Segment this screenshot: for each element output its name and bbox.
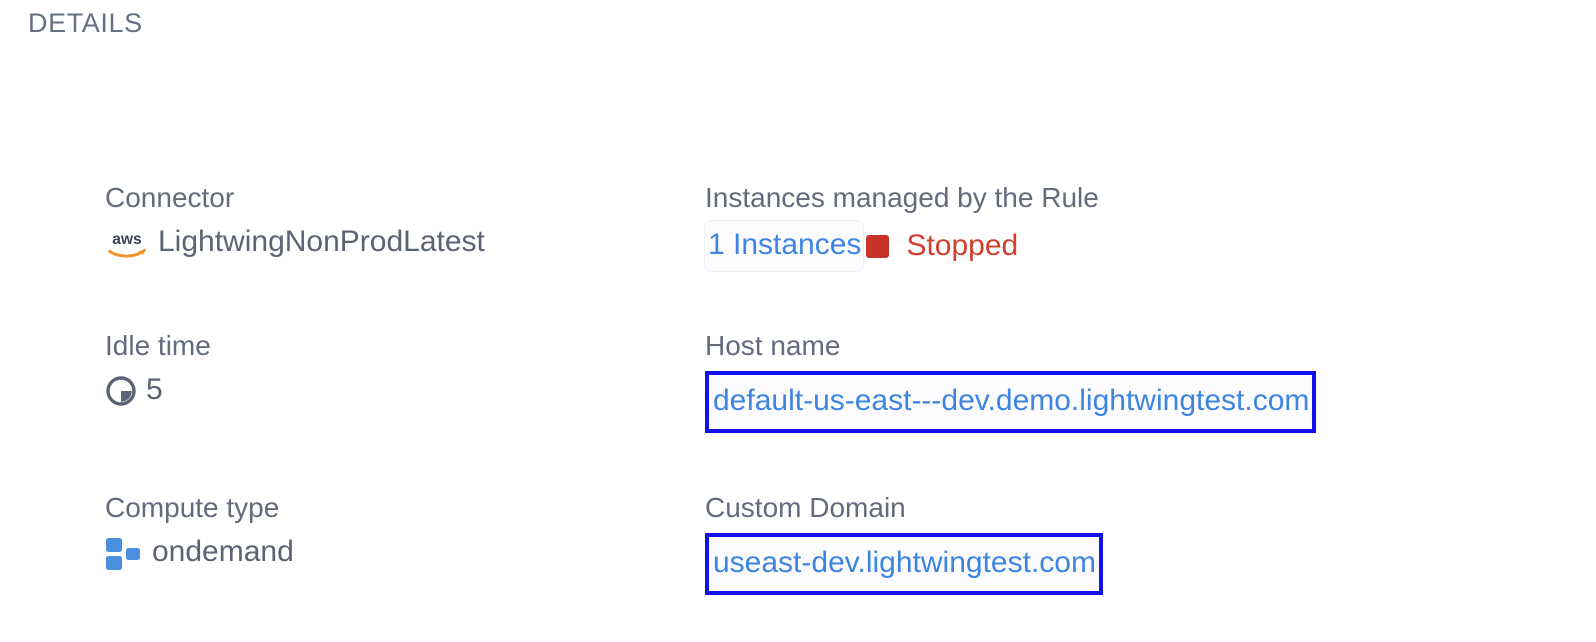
details-grid: Connector aws LightwingNonProdLatest Ins… [105, 180, 1565, 595]
idle-time-value-row: 5 [105, 369, 705, 411]
connector-value: LightwingNonProdLatest [158, 225, 485, 258]
idle-time-label: Idle time [105, 330, 211, 361]
custom-domain-highlight-box[interactable]: useast-dev.lightwingtest.com [705, 533, 1103, 595]
field-idle-time: Idle time 5 [105, 328, 705, 433]
compute-type-value: ondemand [152, 535, 294, 568]
compute-squares-icon [105, 537, 143, 571]
field-connector: Connector aws LightwingNonProdLatest [105, 180, 705, 271]
field-custom-domain: Custom Domain useast-dev.lightwingtest.c… [705, 490, 1565, 595]
compute-type-label: Compute type [105, 492, 280, 523]
compute-type-value-row: ondemand [105, 531, 705, 573]
idle-time-value: 5 [146, 373, 163, 406]
status-badge: Stopped [906, 229, 1019, 262]
stopped-square-icon [866, 234, 890, 258]
field-instances: Instances managed by the Rule 1 Instance… [705, 180, 1565, 271]
host-name-highlight-box[interactable]: default-us-east---dev.demo.lightwingtest… [705, 371, 1317, 433]
instances-count-link[interactable]: 1 Instances [705, 221, 864, 271]
host-name-link[interactable]: default-us-east---dev.demo.lightwingtest… [709, 375, 1313, 429]
custom-domain-link[interactable]: useast-dev.lightwingtest.com [709, 537, 1099, 591]
host-name-label: Host name [705, 330, 841, 361]
field-host-name: Host name default-us-east---dev.demo.lig… [705, 328, 1565, 433]
instances-label: Instances managed by the Rule [705, 182, 1099, 213]
svg-text:aws: aws [112, 231, 142, 248]
field-compute-type: Compute type ondemand [105, 490, 705, 595]
page-title: DETAILS [28, 8, 143, 38]
custom-domain-label: Custom Domain [705, 492, 906, 523]
aws-logo-icon: aws [105, 228, 149, 260]
connector-label: Connector [105, 182, 235, 213]
instances-value-row: 1 Instances Stopped [705, 221, 1565, 271]
clock-pie-icon [105, 375, 137, 407]
connector-value-row: aws LightwingNonProdLatest [105, 221, 705, 263]
